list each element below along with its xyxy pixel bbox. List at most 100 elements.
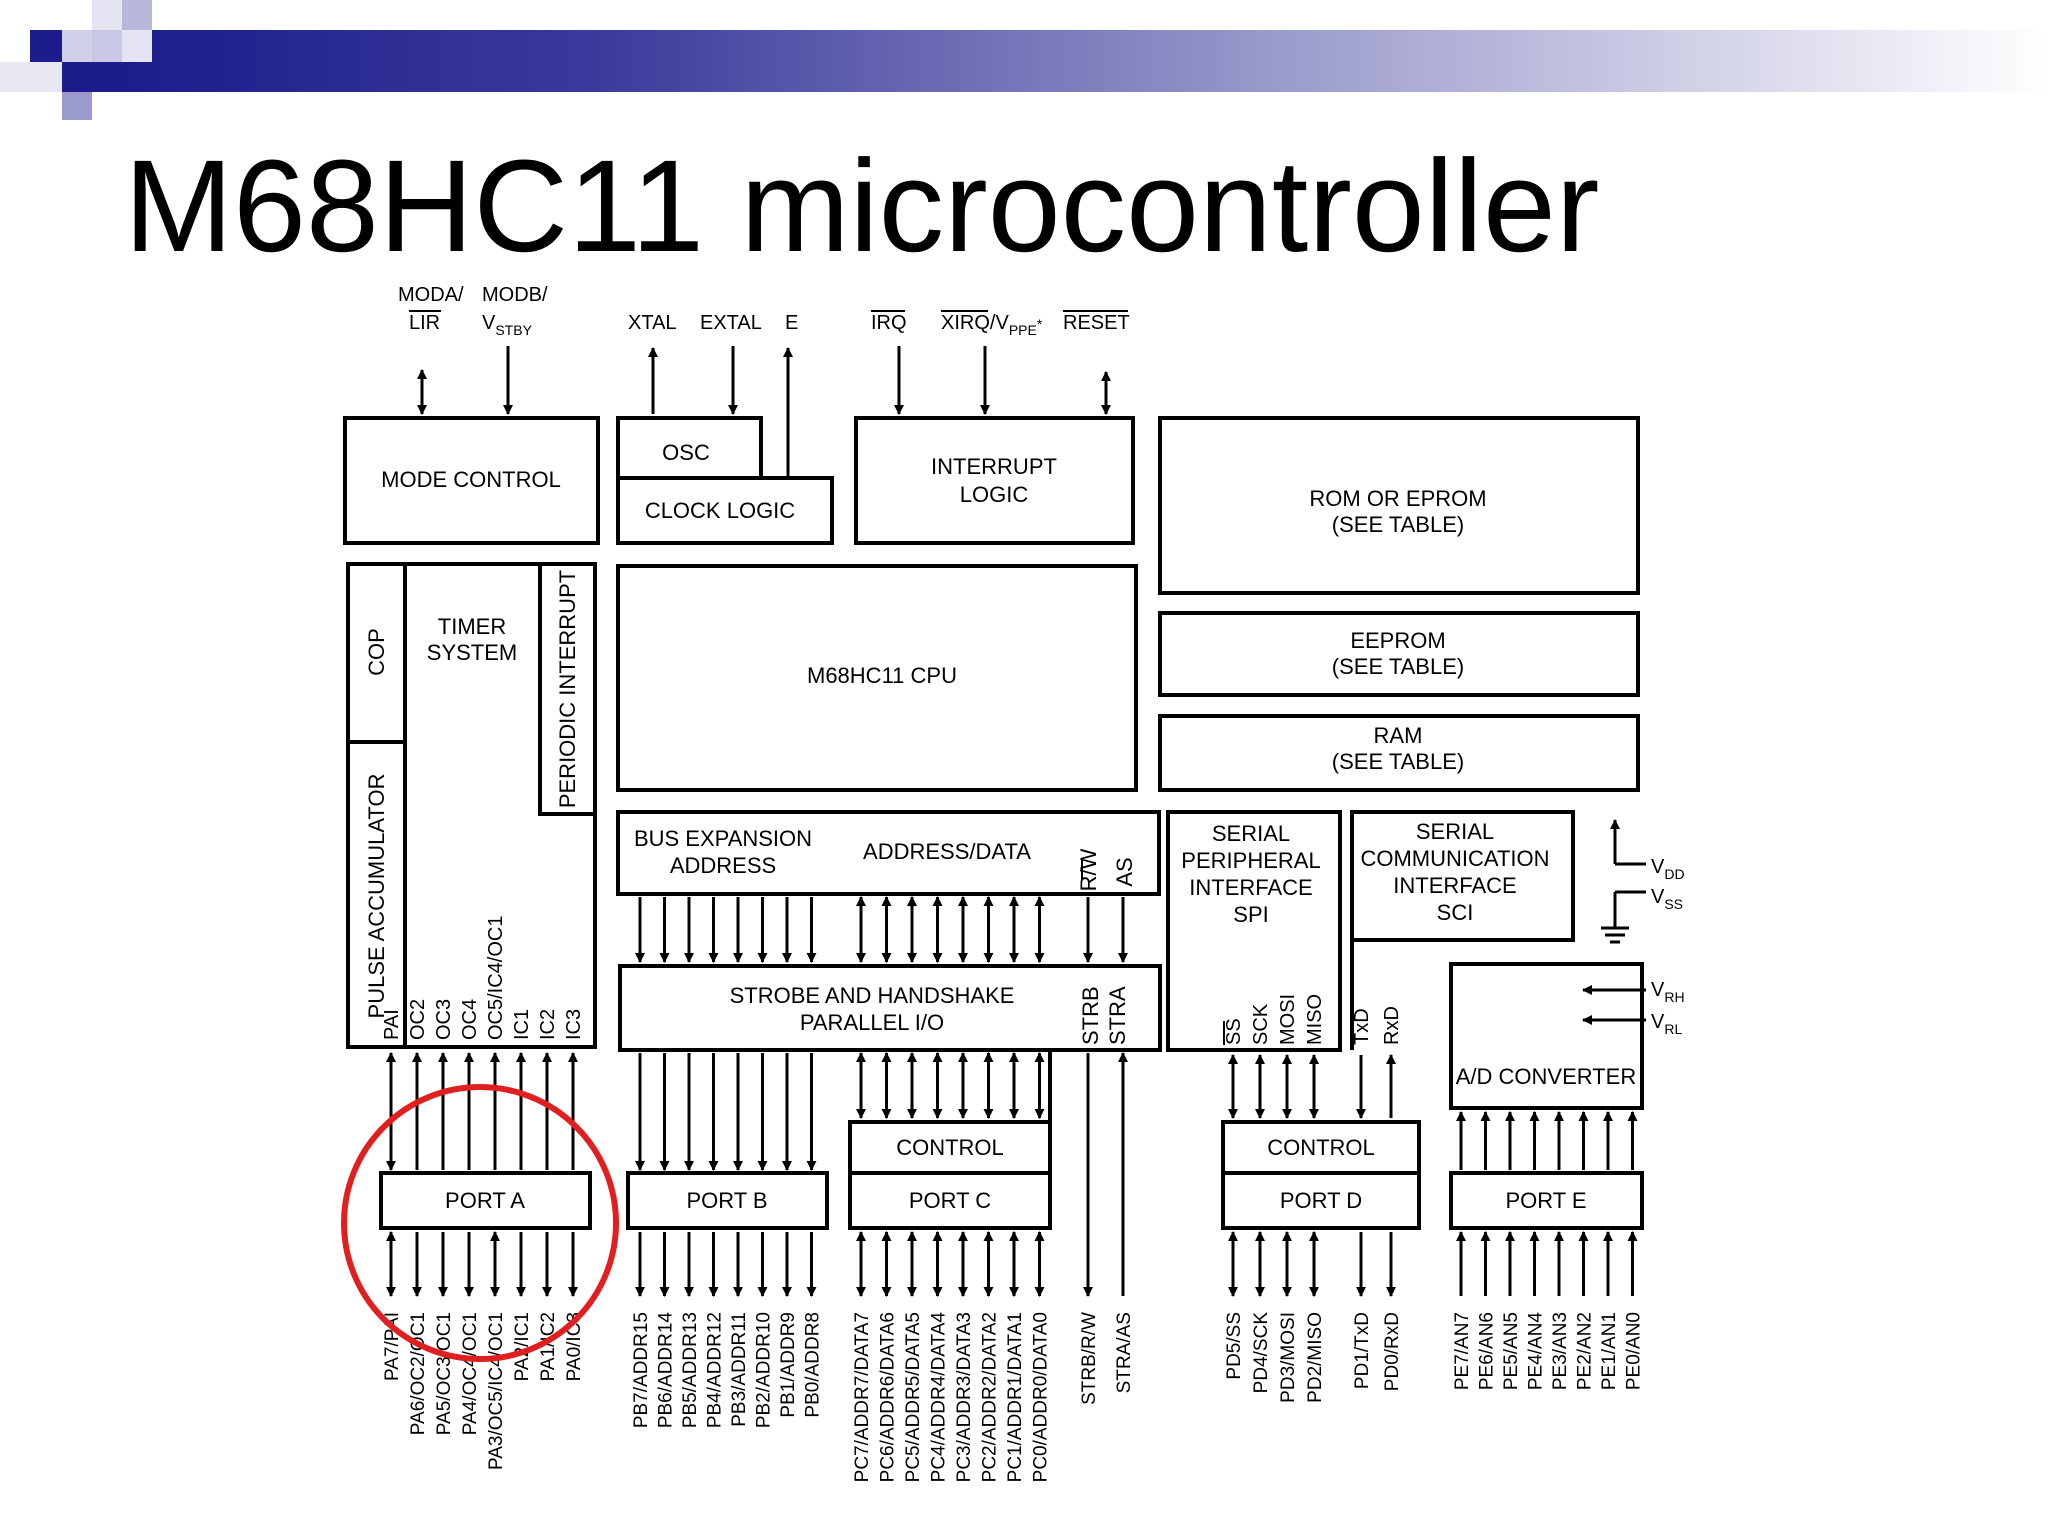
cop-label: COP — [364, 628, 389, 676]
spi-label-3: INTERFACE — [1189, 875, 1312, 900]
timer-signal-ic2: IC2 — [537, 1009, 559, 1040]
irq-label: IRQ — [871, 312, 907, 334]
pin-label-pc5: PC5/ADDR5/DATA5 — [903, 1312, 924, 1482]
pin-label-pc7: PC7/ADDR7/DATA7 — [852, 1312, 873, 1482]
pin-label-pb3: PB3/ADDR11 — [729, 1312, 750, 1427]
eeprom-box — [1158, 611, 1640, 697]
block-outlines — [343, 416, 1644, 1230]
port-a-box — [379, 1171, 592, 1230]
inner-dividers — [348, 564, 1575, 1122]
pin-label-pd4: PD4/SCK — [1251, 1312, 1272, 1394]
pin-label-pa2: PA2/IC1 — [512, 1312, 533, 1381]
extal-label: EXTAL — [700, 312, 762, 334]
pin-label-pb5: PB5/ADDR13 — [680, 1312, 701, 1428]
timer-signal-oc2: OC2 — [407, 999, 429, 1040]
pin-label-pb6: PB6/ADDR14 — [656, 1312, 677, 1429]
pin-label-pd2: PD2/MISO — [1305, 1312, 1326, 1403]
vdd-label: VDD — [1651, 856, 1685, 882]
spi-signal-sck: SCK — [1250, 1003, 1272, 1045]
ram-label-1: RAM — [1374, 723, 1423, 748]
rw-label: R/W — [1076, 848, 1101, 891]
pin-label-pa3: PA3/OC5/IC4/OC1 — [486, 1312, 507, 1470]
port-a-highlight-circle — [341, 1084, 619, 1362]
pin-label-pb0: PB0/ADDR8 — [803, 1312, 824, 1418]
sci-signal-rxd: RxD — [1381, 1006, 1403, 1045]
port-e-box — [1449, 1171, 1644, 1230]
osc-label: OSC — [662, 440, 710, 465]
periodic-interrupt-label: PERIODIC INTERRUPT — [555, 570, 580, 808]
cpu-label: M68HC11 CPU — [807, 663, 957, 688]
spi-label-2: PERIPHERAL — [1181, 848, 1320, 873]
vstby-label: VSTBY — [482, 312, 533, 338]
pin-label-pe6: PE6/AN6 — [1477, 1312, 1498, 1390]
timer-signal-ic3: IC3 — [563, 1009, 585, 1040]
strobe-label-1: STROBE AND HANDSHAKE — [730, 983, 1015, 1008]
timer-signal-ic1: IC1 — [511, 1009, 533, 1040]
ad-converter-label: A/D CONVERTER — [1456, 1064, 1637, 1089]
pin-label-pa6: PA6/OC2/OC1 — [408, 1312, 429, 1435]
ram-label-2: (SEE TABLE) — [1332, 749, 1464, 774]
spi-signal-mosi: MOSI — [1277, 994, 1299, 1045]
vrl-label: VRL — [1651, 1011, 1682, 1037]
sci-label-2: COMMUNICATION — [1360, 846, 1549, 871]
power-symbols — [1582, 819, 1646, 1025]
bus-expansion-label-2: ADDRESS — [670, 853, 776, 878]
control-d-label: CONTROL — [1267, 1135, 1375, 1160]
signal-arrows — [386, 346, 1638, 1297]
pin-label-pe1: PE1/AN1 — [1599, 1312, 1620, 1390]
pin-label-pb7: PB7/ADDR15 — [631, 1312, 652, 1428]
strobe-label-2: PARALLEL I/O — [800, 1010, 944, 1035]
pin-label-strb: STRB/R/W — [1079, 1312, 1100, 1405]
moda-label: MODA/ — [398, 284, 464, 306]
pin-label-pe5: PE5/AN5 — [1501, 1312, 1522, 1390]
port-d-label: PORT D — [1280, 1188, 1362, 1213]
port-b-box — [626, 1171, 829, 1230]
port-d-box — [1221, 1171, 1421, 1230]
header-decoration — [0, 0, 2048, 120]
mode-control-label: MODE CONTROL — [381, 467, 561, 492]
interrupt-logic-box — [854, 416, 1135, 545]
interrupt-logic-label-2: LOGIC — [960, 482, 1029, 507]
spi-signal-ss: SS — [1223, 1018, 1245, 1045]
cpu-box — [616, 564, 1138, 792]
port-a-label: PORT A — [445, 1188, 525, 1213]
pin-label-pd0: PD0/RxD — [1382, 1312, 1403, 1391]
pin-label-pb2: PB2/ADDR10 — [754, 1312, 775, 1428]
mode-control-box — [343, 416, 600, 545]
lir-label: LIR — [409, 312, 440, 334]
spi-box — [1166, 810, 1342, 1052]
pin-label-stra: STRA/AS — [1114, 1312, 1135, 1393]
e-label: E — [785, 312, 798, 334]
pin-label-pc0: PC0/ADDR0/DATA0 — [1031, 1312, 1052, 1482]
rom-label-1: ROM OR EPROM — [1309, 486, 1486, 511]
port-c-box — [848, 1171, 1052, 1230]
spi-label-1: SERIAL — [1212, 821, 1290, 846]
as-label: AS — [1112, 857, 1137, 886]
timer-label-1: TIMER — [438, 614, 506, 639]
timer-signal-oc3: OC3 — [433, 999, 455, 1040]
pin-label-pb4: PB4/ADDR12 — [705, 1312, 726, 1428]
pin-label-pe3: PE3/AN3 — [1550, 1312, 1571, 1390]
pin-label-pd3: PD3/MOSI — [1278, 1312, 1299, 1403]
bus-expansion-label-1: BUS EXPANSION — [634, 826, 812, 851]
sci-label-1: SERIAL — [1416, 819, 1494, 844]
strb-label: STRB — [1078, 986, 1103, 1045]
sci-label-4: SCI — [1437, 900, 1474, 925]
ad-converter-box — [1449, 962, 1644, 1110]
pin-label-pc6: PC6/ADDR6/DATA6 — [878, 1312, 899, 1482]
pin-label-pe4: PE4/AN4 — [1526, 1312, 1547, 1391]
eeprom-label-1: EEPROM — [1350, 628, 1445, 653]
pin-label-pe0: PE0/AN0 — [1624, 1312, 1645, 1390]
sci-label-3: INTERFACE — [1393, 873, 1516, 898]
sci-signal-txd: TxD — [1351, 1008, 1373, 1045]
pin-label-pa1: PA1/IC2 — [538, 1312, 559, 1381]
clock-logic-box — [616, 476, 834, 545]
reset-label: RESET — [1063, 312, 1130, 334]
xirq-label: XIRQ/VPPE* — [941, 312, 1043, 338]
pin-label-pc4: PC4/ADDR4/DATA4 — [929, 1312, 950, 1483]
rom-label-2: (SEE TABLE) — [1332, 512, 1464, 537]
vrh-label: VRH — [1651, 979, 1685, 1005]
pin-label-pc3: PC3/ADDR3/DATA3 — [954, 1312, 975, 1482]
stra-label: STRA — [1105, 986, 1130, 1045]
